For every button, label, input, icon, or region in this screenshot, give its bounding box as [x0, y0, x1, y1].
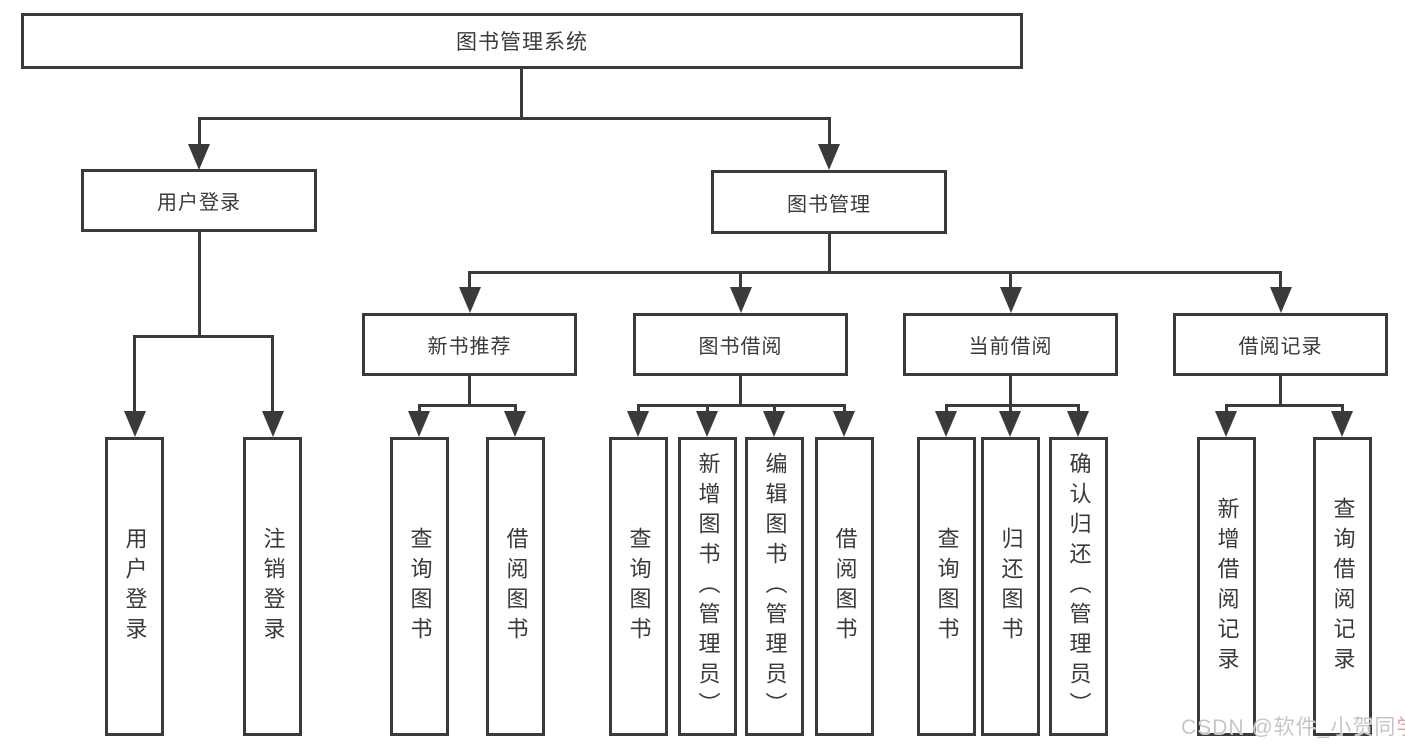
arrow-down-icon: [999, 411, 1021, 437]
connector-line: [1225, 404, 1228, 415]
node-book-management: 图书管理: [711, 170, 947, 234]
connector-line: [945, 404, 1080, 407]
csdn-watermark: CSDN @软件_小贺同学: [1181, 711, 1405, 741]
connector-line: [520, 69, 523, 119]
connector-line: [773, 404, 776, 415]
connector-line: [828, 117, 831, 147]
node-edit-books-admin: 编辑图书（管理员）: [745, 437, 804, 736]
connector-line: [198, 231, 201, 338]
arrow-down-icon: [188, 144, 210, 170]
connector-line: [843, 404, 846, 415]
node-library-system: 图书管理系统: [21, 13, 1023, 69]
watermark-accent-text: 学: [1396, 716, 1405, 739]
node-query-books-borrow: 查询图书: [609, 437, 668, 736]
connector-line: [133, 335, 274, 338]
connector-line: [1077, 404, 1080, 415]
arrow-down-icon: [504, 411, 526, 437]
arrow-down-icon: [1331, 411, 1353, 437]
arrow-down-icon: [696, 411, 718, 437]
arrow-down-icon: [833, 411, 855, 437]
node-user-login-leaf: 用户登录: [105, 437, 164, 736]
connector-line: [468, 376, 471, 407]
node-book-borrowing: 图书借阅: [633, 313, 848, 376]
arrow-down-icon: [935, 411, 957, 437]
connector-line: [271, 335, 274, 414]
watermark-text: CSDN @软件_小贺同: [1181, 716, 1397, 739]
node-confirm-return-admin: 确认归还（管理员）: [1049, 437, 1108, 736]
arrow-down-icon: [818, 144, 840, 170]
node-query-books-recommend: 查询图书: [390, 437, 449, 736]
connector-line: [739, 271, 742, 291]
node-add-borrow-record: 新增借阅记录: [1197, 437, 1256, 736]
connector-line: [1279, 271, 1282, 291]
connector-line: [198, 117, 831, 120]
connector-line: [198, 117, 201, 147]
connector-line: [468, 271, 471, 291]
connector-line: [468, 271, 1282, 274]
node-current-borrowing: 当前借阅: [903, 313, 1118, 376]
arrow-down-icon: [730, 287, 752, 313]
node-add-books-admin: 新增图书（管理员）: [678, 437, 737, 736]
connector-line: [1341, 404, 1344, 415]
connector-line: [1009, 271, 1012, 291]
arrow-down-icon: [627, 411, 649, 437]
connector-line: [637, 404, 640, 415]
connector-line: [637, 404, 846, 407]
arrow-down-icon: [1215, 411, 1237, 437]
node-query-borrow-record: 查询借阅记录: [1313, 437, 1372, 736]
arrow-down-icon: [1000, 287, 1022, 313]
arrow-down-icon: [408, 411, 430, 437]
node-logout-leaf: 注销登录: [243, 437, 302, 736]
connector-line: [945, 404, 948, 415]
connector-line: [706, 404, 709, 415]
connector-line: [1279, 376, 1282, 407]
arrow-down-icon: [763, 411, 785, 437]
node-query-books-current: 查询图书: [917, 437, 976, 736]
arrow-down-icon: [124, 411, 146, 437]
node-borrowing-records: 借阅记录: [1173, 313, 1388, 376]
arrow-down-icon: [262, 411, 284, 437]
arrow-down-icon: [1067, 411, 1089, 437]
connector-line: [828, 234, 831, 274]
node-borrow-books-recommend: 借阅图书: [486, 437, 545, 736]
connector-line: [1009, 404, 1012, 415]
connector-line: [739, 376, 742, 407]
arrow-down-icon: [459, 287, 481, 313]
connector-line: [1225, 404, 1344, 407]
node-new-book-recommendation: 新书推荐: [362, 313, 577, 376]
connector-line: [418, 404, 517, 407]
node-borrow-books-leaf: 借阅图书: [815, 437, 874, 736]
connector-line: [514, 404, 517, 415]
node-return-books: 归还图书: [981, 437, 1040, 736]
connector-line: [133, 335, 136, 414]
connector-line: [418, 404, 421, 415]
arrow-down-icon: [1270, 287, 1292, 313]
connector-line: [1009, 376, 1012, 407]
node-user-login: 用户登录: [81, 169, 317, 232]
